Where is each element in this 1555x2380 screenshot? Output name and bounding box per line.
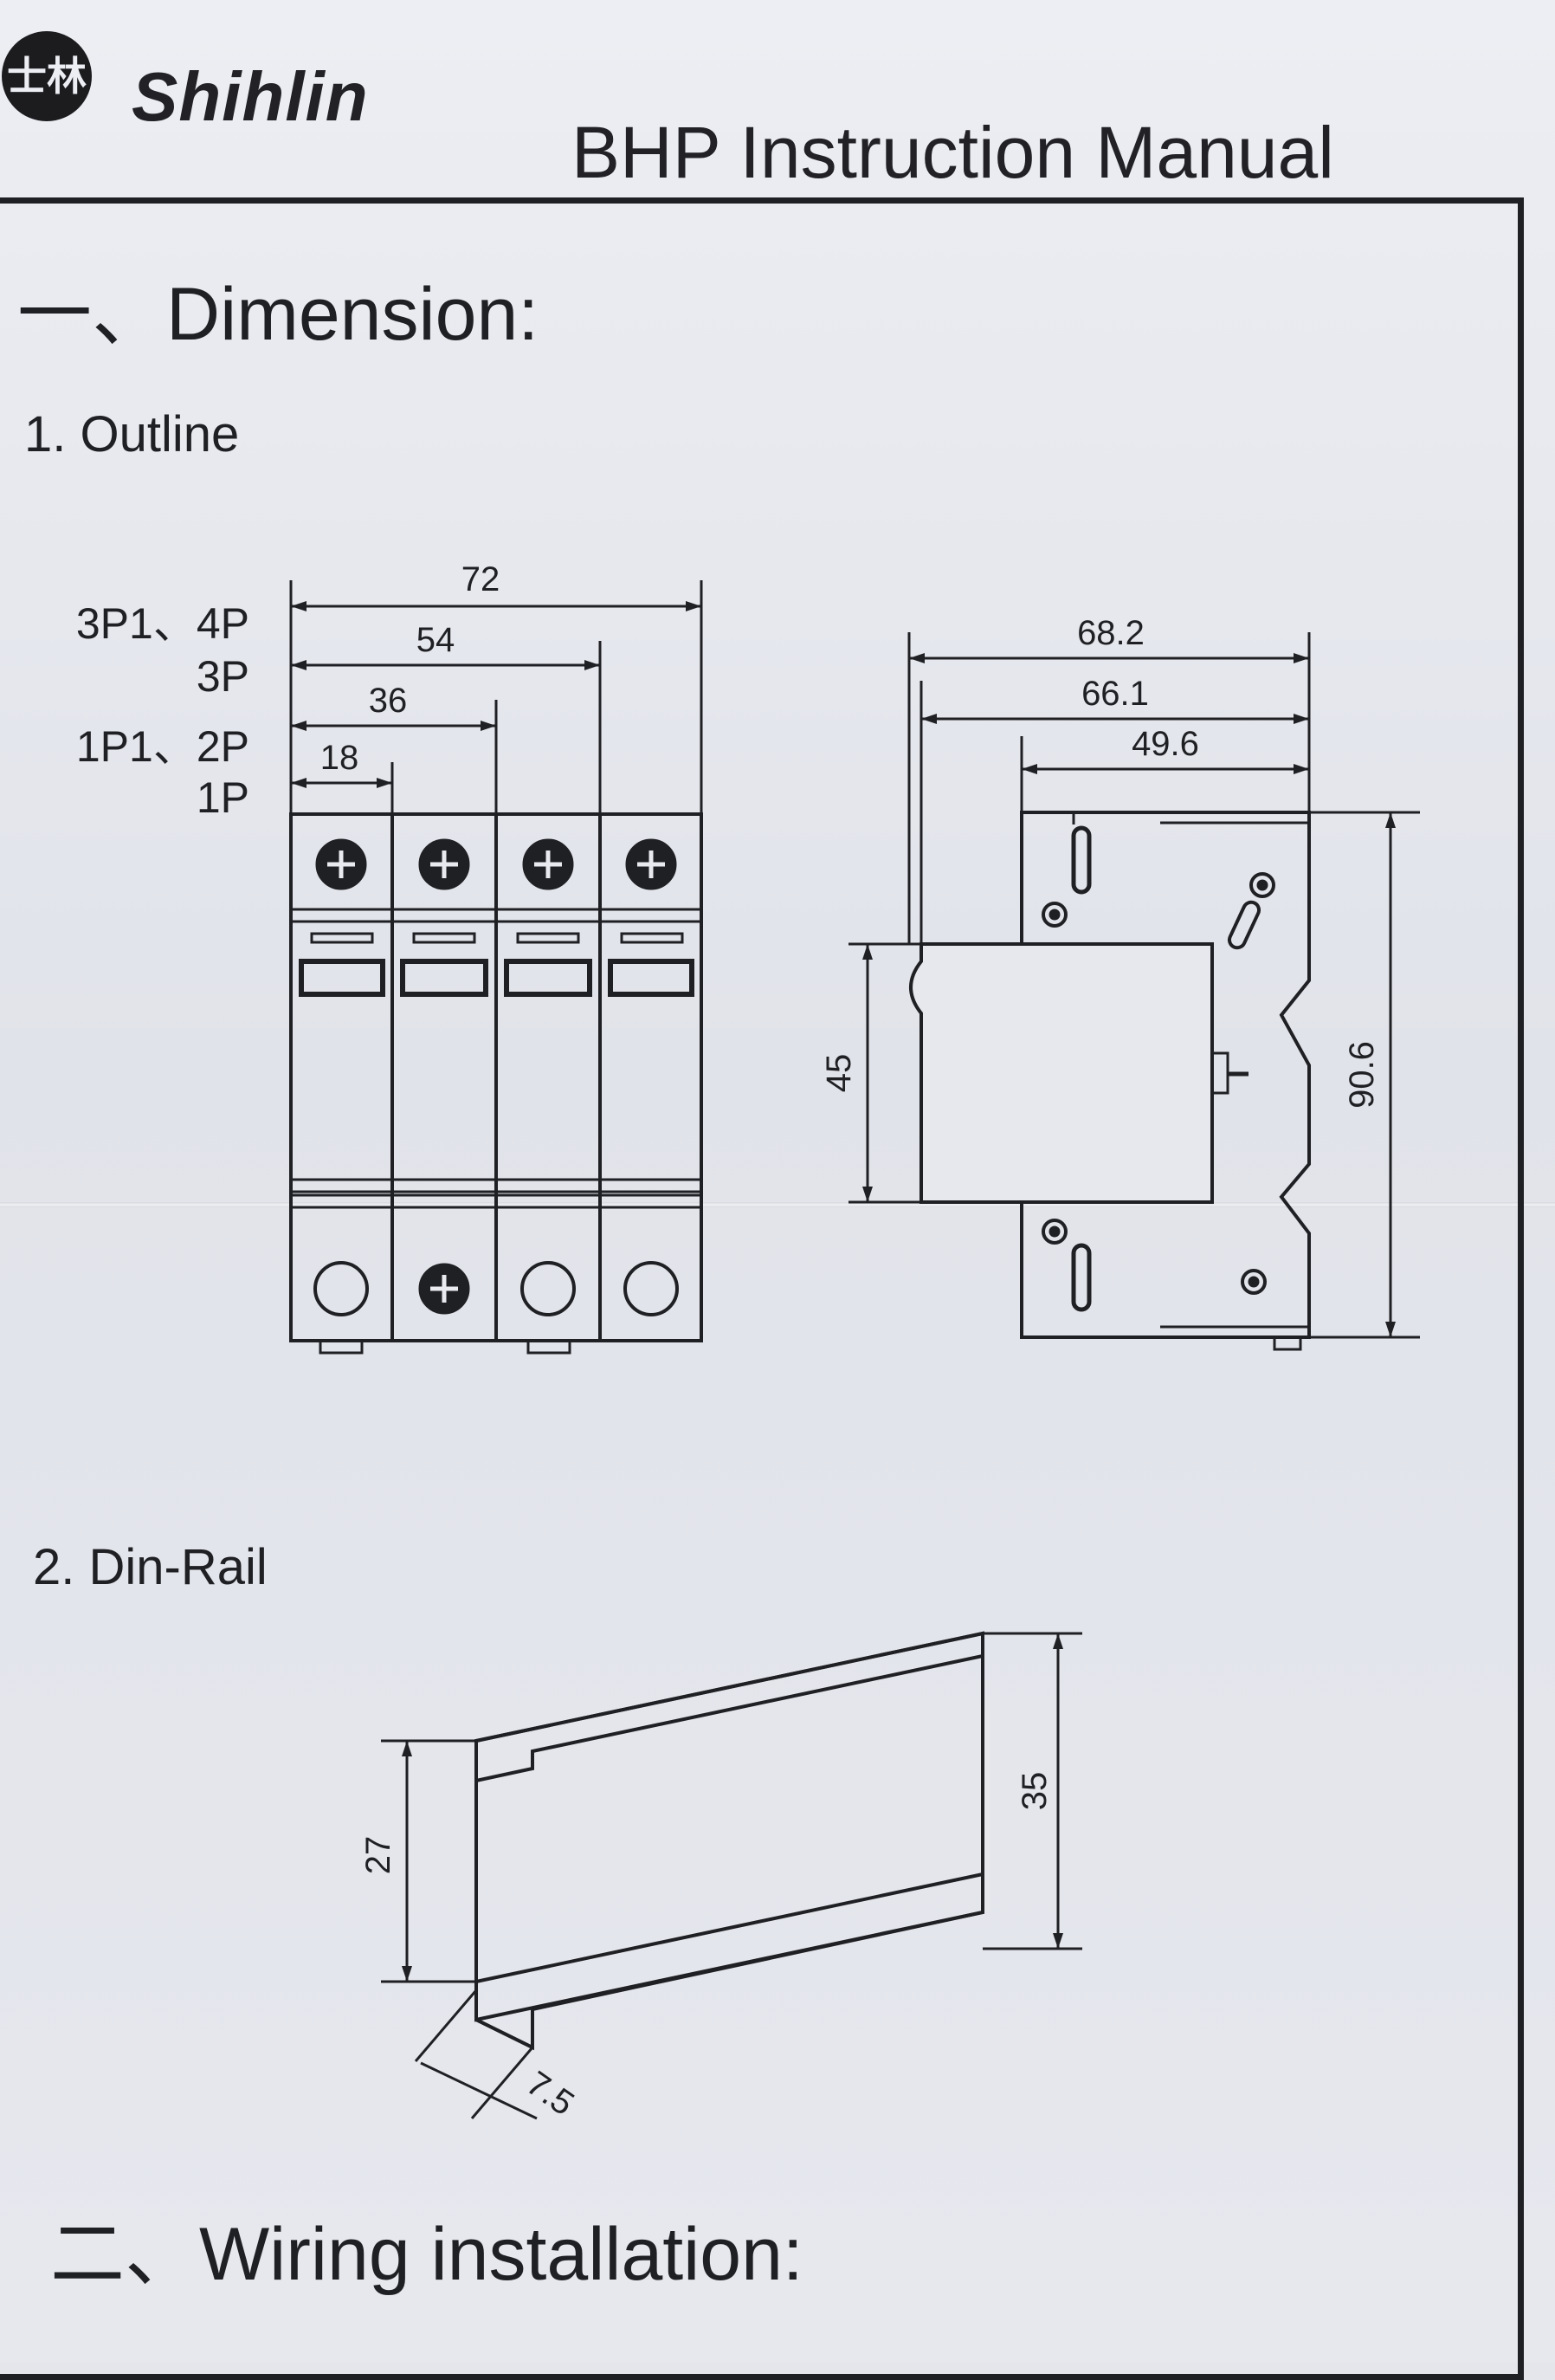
- front-view-drawing: 72 54 36 18: [289, 560, 703, 1355]
- front-dim-18: 18: [320, 739, 359, 777]
- side-view-drawing: 68.2 66.1 49.6 90.6 45: [820, 614, 1420, 1351]
- pole-label-2p: 1P1、2P: [75, 722, 249, 771]
- side-dim-45: 45: [820, 1054, 858, 1093]
- front-dim-72: 72: [461, 560, 500, 598]
- brand-logo: 士林: [2, 31, 92, 121]
- paper-fold: [0, 1202, 1555, 1207]
- section-dimension-heading: 一、Dimension:: [17, 273, 539, 356]
- document-title: BHP Instruction Manual: [571, 112, 1334, 193]
- dinrail-dim-27: 27: [359, 1836, 397, 1875]
- side-dim-90-6: 90.6: [1343, 1041, 1381, 1109]
- dinrail-subheading: 2. Din-Rail: [33, 1539, 268, 1595]
- dinrail-drawing: 27 35 7.5: [359, 1631, 1082, 2123]
- brand-name: Shihlin: [132, 58, 369, 135]
- dinrail-dim-35: 35: [1016, 1772, 1054, 1811]
- front-dim-36: 36: [369, 682, 408, 720]
- side-dim-49-6: 49.6: [1132, 725, 1199, 763]
- pole-label-3p: 3P: [196, 652, 249, 701]
- section-wiring-heading: 二、Wiring installation:: [50, 2213, 803, 2296]
- pole-label-1p: 1P: [196, 773, 249, 822]
- outline-subheading: 1. Outline: [24, 406, 240, 462]
- front-dim-54: 54: [416, 621, 455, 659]
- side-dim-66-1: 66.1: [1081, 675, 1149, 713]
- side-dim-68-2: 68.2: [1077, 614, 1145, 652]
- pole-label-4p: 3P1、4P: [75, 599, 249, 648]
